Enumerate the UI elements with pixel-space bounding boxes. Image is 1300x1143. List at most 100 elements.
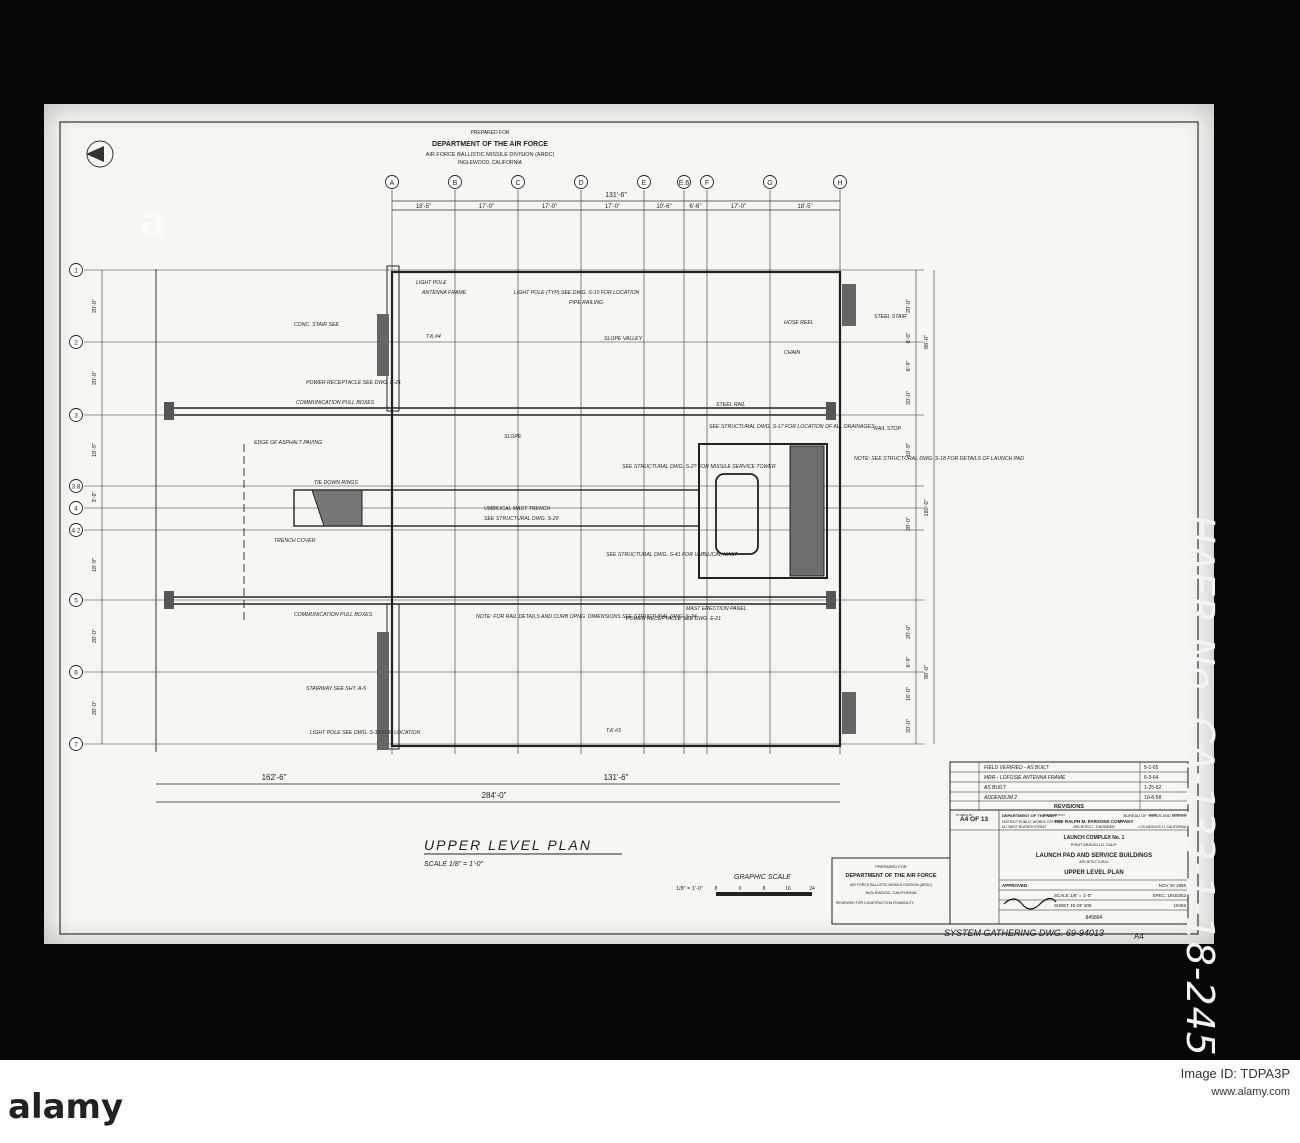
footer-site: www.alamy.com <box>1211 1086 1290 1098</box>
header-division: AIR FORCE BALLISTIC MISSILE DIVISION (AR… <box>426 152 555 158</box>
column-label: F <box>705 180 709 187</box>
row-bubble <box>69 665 83 679</box>
column-bubble <box>700 175 714 189</box>
row-bubble <box>69 408 83 422</box>
sheet-mark: A4 <box>1134 932 1144 941</box>
tbl-division: AIR FORCE BALLISTIC MISSILE DIVISION (AR… <box>850 883 932 887</box>
row-label: 1 <box>74 268 78 275</box>
right-dimension: 28'-0" <box>906 517 912 531</box>
row-label: 4.2 <box>71 528 80 535</box>
annotation-text: POWER RECEPTACLE SEE DWG. E-21 <box>626 616 721 622</box>
steel-stair-upper <box>842 284 856 326</box>
row-label: 4 <box>74 506 78 513</box>
top-dimension: 18'-5" <box>416 204 431 210</box>
annotation-text: T.K.#3 <box>606 728 621 734</box>
top-dimension: 6'-6" <box>690 204 702 210</box>
revisions-heading: REVISIONS <box>1054 804 1084 810</box>
stairway <box>377 632 389 750</box>
graphic-scale-label: GRAPHIC SCALE <box>734 874 791 881</box>
tb-bureau: BUREAU OF YARDS AND DOCKS <box>1123 813 1186 818</box>
launch-pad <box>698 443 828 579</box>
annotation-text: SLOPE VALLEY <box>604 336 643 342</box>
bottom-dim-left: 162'-6" <box>262 773 287 782</box>
tb-city: LOS ANGELES 17, CALIFORNIA <box>1139 825 1187 829</box>
tb-district: DISTRICT PUBLIC WORKS OFFICE <box>1002 820 1060 824</box>
system-gathering: SYSTEM GATHERING DWG. 69-94013 <box>944 928 1104 938</box>
top-dimension: 17'-0" <box>731 204 746 210</box>
annotation-text: SEE STRUCTURAL DWG. S-41 FOR UMBILICAL M… <box>606 552 738 558</box>
right-total-dimension: 88'-0" <box>924 335 930 349</box>
revision-column-header: APPROVAL <box>1172 813 1188 817</box>
column-label: H <box>837 180 842 187</box>
tb-sheet-num: SHEET 45 OF 205 <box>1054 903 1092 908</box>
annotation-text: STEEL STAIR <box>874 314 907 320</box>
concrete-stair <box>377 314 389 376</box>
right-dimension: 20'-0" <box>906 719 912 733</box>
title-block <box>949 809 1189 925</box>
column-bubble <box>511 175 525 189</box>
annotation-text: MAST ERECTION PANEL <box>686 606 747 612</box>
north-arrow-icon <box>86 140 114 168</box>
row-bubble <box>69 263 83 277</box>
tb-discipline: ARCHITECTURAL <box>1079 860 1108 864</box>
row-bubble <box>69 593 83 607</box>
tb-ydno: 845894 <box>1086 915 1103 921</box>
tb-firm: THE RALPH M. PARSONS COMPANY <box>1054 819 1133 824</box>
right-dimension: 20'-0" <box>906 625 912 639</box>
annotation-text: POWER RECEPTACLE SEE DWG. E-21 <box>306 380 401 386</box>
rail-stop-left-lower <box>164 591 174 609</box>
row-label: 6 <box>74 670 78 677</box>
annotation-text: STAIRWAY SEE SHT. A-5 <box>306 686 366 692</box>
tb-drawing-no: 19453 <box>1173 903 1186 908</box>
image-id: Image ID: TDPA3P <box>1180 1066 1290 1081</box>
left-dimension: 20'-0" <box>92 629 98 643</box>
revision-description: MRR - LOFOSIE ANTENNA FRAME <box>984 775 1066 781</box>
right-total-dimension: 88'-0" <box>924 665 930 679</box>
revision-date: 5-1-65 <box>1144 765 1159 771</box>
column-label: A <box>390 180 395 187</box>
tb-spec: SPEC. 19453/53 <box>1152 893 1186 898</box>
annotation-text: NOTE: FOR RAIL DETAILS AND CURB OPNG. DI… <box>476 614 697 620</box>
rail-stop-left-upper <box>164 402 174 420</box>
revision-column-header: SYMBOL <box>956 813 969 817</box>
rail-track-upper <box>172 407 834 416</box>
watermark-logo: a <box>140 200 167 246</box>
top-dimension: 10'-6" <box>656 204 671 210</box>
tb-scale: SCALE 1/8" = 1'-0" <box>1054 893 1092 898</box>
right-dimension: 16'-0" <box>906 687 912 701</box>
annotation-text: SEE STRUCTURAL DWG. S-20 <box>484 516 559 522</box>
row-label: 3 <box>74 413 78 420</box>
column-bubble <box>637 175 651 189</box>
scale-tick-label: 8 <box>715 886 718 892</box>
tb-sheet-title: UPPER LEVEL PLAN <box>1064 870 1124 876</box>
left-dimensions: 20'-0"20'-0"18'-9"3'-9"18'-9"20'-0"20'-0… <box>92 270 103 744</box>
scale-tick-label: 8 <box>763 886 766 892</box>
header-prepared-for: PREPARED FOR <box>470 130 509 136</box>
left-dimension: 3'-9" <box>92 491 98 502</box>
annotation-text: PIPE RAILING <box>569 300 603 306</box>
column-bubble <box>574 175 588 189</box>
row-bubble <box>69 737 83 751</box>
scale-tick-label: 0 <box>739 886 742 892</box>
annotation-text: COMMUNICATION PULL BOXES <box>296 400 375 406</box>
revision-column-header: DESCRIPTION <box>1044 813 1065 817</box>
annotation-text: STEEL RAIL <box>716 402 745 408</box>
right-dimension: 8'-9" <box>906 656 912 667</box>
haer-label: HAER No. CA-133-1-18-245 <box>1178 515 1222 1057</box>
top-dimension-line <box>392 200 840 211</box>
drawing-sheet <box>44 104 1214 944</box>
row-bubble <box>69 501 83 515</box>
top-dimension: 17'-0" <box>605 204 620 210</box>
revision-date: 1-25-62 <box>1144 785 1161 791</box>
graphic-scale-note: 1/8" = 1'-0" <box>676 886 703 892</box>
column-bubble <box>833 175 847 189</box>
tb-date: NOV 20 1958 <box>1159 883 1187 888</box>
top-dimension: 17'-0" <box>542 204 557 210</box>
annotation-text: LIGHT POLE SEE DWG. S-10 FOR LOCATION <box>310 730 421 736</box>
right-total-dimension: 180'-0" <box>924 499 930 516</box>
annotation-text: LIGHT POLE (TYP) SEE DWG. S-10 FOR LOCAT… <box>514 290 640 296</box>
right-dimension: 8'-0" <box>906 332 912 343</box>
